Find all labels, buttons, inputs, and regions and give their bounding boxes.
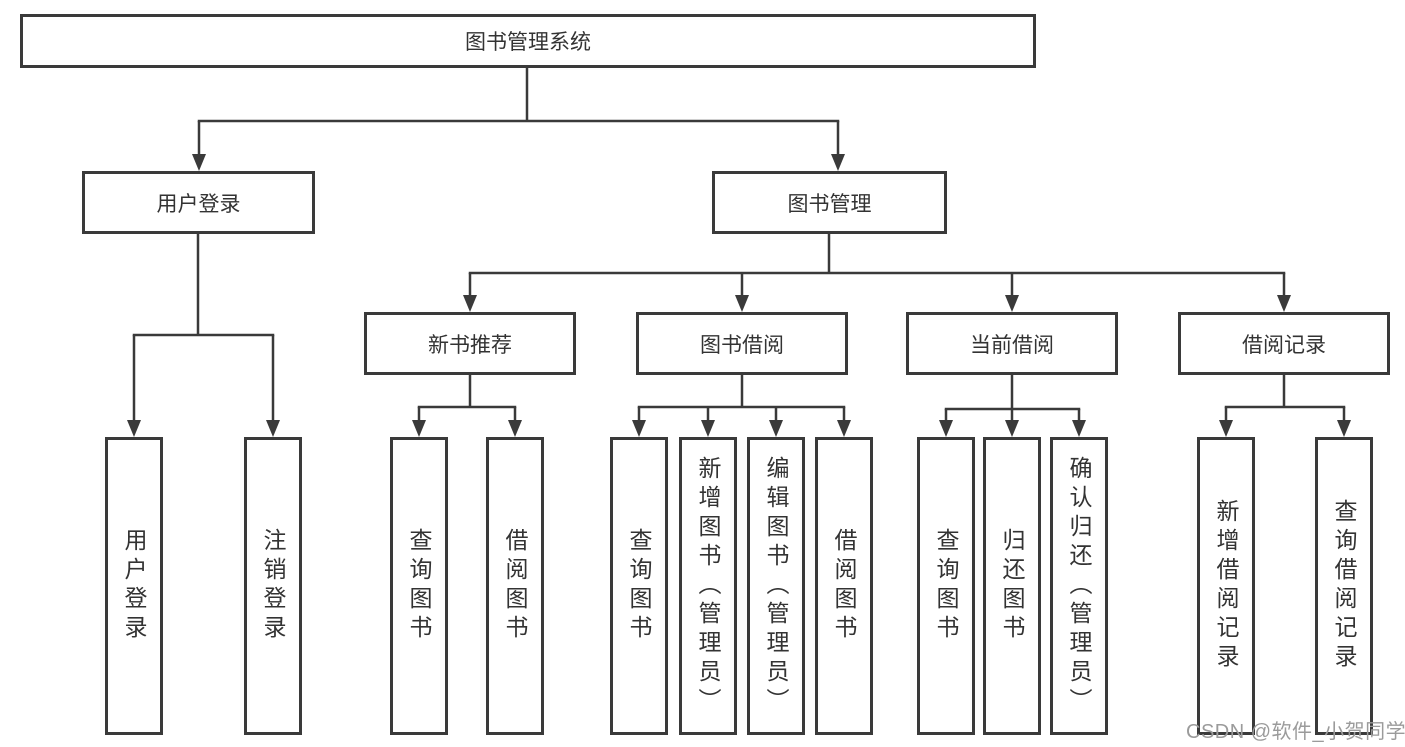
leaf-query-borrow-record: 查询借阅记录	[1315, 437, 1373, 735]
leaf-query-books-borrowing: 查询图书	[610, 437, 668, 735]
leaf-logout: 注销登录	[244, 437, 302, 735]
leaf-edit-book-admin: 编辑图书（管理员）	[747, 437, 805, 735]
leaf-query-books-recommend: 查询图书	[390, 437, 448, 735]
leaf-borrow-books-borrowing: 借阅图书	[815, 437, 873, 735]
node-book-management: 图书管理	[712, 171, 947, 234]
node-current-borrowing: 当前借阅	[906, 312, 1118, 375]
node-library-management-system: 图书管理系统	[20, 14, 1036, 68]
node-borrowing-records: 借阅记录	[1178, 312, 1390, 375]
node-book-borrowing: 图书借阅	[636, 312, 848, 375]
node-new-book-recommend: 新书推荐	[364, 312, 576, 375]
leaf-query-books-current: 查询图书	[917, 437, 975, 735]
watermark: CSDN @软件_小贺同学	[1186, 721, 1405, 743]
leaf-borrow-books-recommend: 借阅图书	[486, 437, 544, 735]
leaf-add-borrow-record: 新增借阅记录	[1197, 437, 1255, 735]
node-user-login: 用户登录	[82, 171, 315, 234]
leaf-return-book: 归还图书	[983, 437, 1041, 735]
leaf-user-login: 用户登录	[105, 437, 163, 735]
leaf-add-book-admin: 新增图书（管理员）	[679, 437, 737, 735]
leaf-confirm-return-admin: 确认归还（管理员）	[1050, 437, 1108, 735]
